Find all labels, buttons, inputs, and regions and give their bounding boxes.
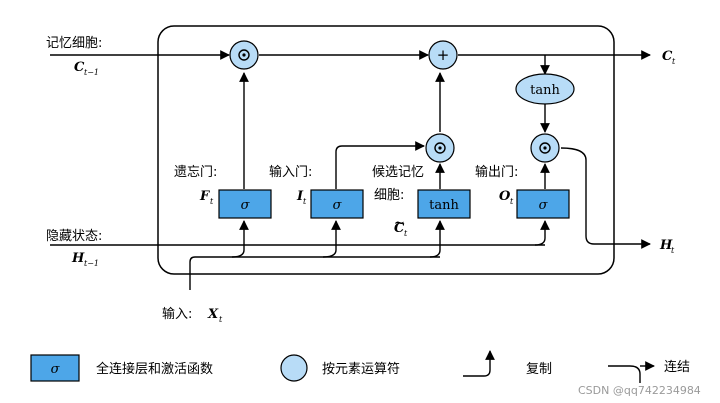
- input-gate-symbol: σ: [333, 198, 343, 213]
- tanh-oval: [515, 73, 575, 105]
- svg-text:t: t: [210, 197, 214, 206]
- legend-copy-label: 复制: [526, 362, 552, 377]
- candidate-multiply-operator: [425, 133, 455, 163]
- svg-text:O: O: [499, 189, 511, 204]
- add-operator: +: [428, 40, 458, 70]
- f-variable: F t: [199, 189, 214, 206]
- forget-gate-symbol: σ: [241, 198, 251, 213]
- input-gate-box: [310, 189, 364, 219]
- svg-text:t: t: [671, 246, 675, 255]
- feed-candidate: [429, 220, 445, 258]
- forget-multiply-operator: [229, 40, 259, 70]
- multiply-dot-icon: [238, 49, 250, 61]
- concat-icon: [608, 365, 641, 383]
- svg-text:t: t: [219, 315, 223, 324]
- svg-text:X: X: [207, 307, 219, 322]
- tanh-oval-label: tanh: [530, 83, 560, 98]
- svg-text:~: ~: [394, 216, 405, 231]
- input-to-mult: [335, 141, 425, 189]
- legend: σ 全连接层和激活函数 按元素运算符 复制 连结: [30, 350, 690, 383]
- memory-cell-label: 记忆细胞:: [46, 35, 102, 51]
- h-out-line: [560, 147, 651, 249]
- c-tilde-variable: ~ C t: [394, 216, 408, 238]
- feed-input: [322, 220, 341, 258]
- candidate-box: [417, 189, 471, 219]
- legend-concat-label: 连结: [664, 359, 690, 375]
- svg-text:C: C: [74, 60, 85, 75]
- candidate-box-label: tanh: [429, 198, 459, 213]
- legend-operator-icon: [280, 354, 308, 382]
- i-variable: I t: [296, 189, 307, 206]
- output-gate-symbol: σ: [539, 198, 549, 213]
- output-multiply-operator: [530, 133, 560, 163]
- o-variable: O t: [499, 189, 514, 206]
- svg-text:t: t: [672, 57, 676, 66]
- output-gate-box: [516, 189, 570, 219]
- input-gate-label: 输入门:: [269, 164, 312, 180]
- forget-gate-label: 遗忘门:: [174, 165, 217, 180]
- svg-text:H: H: [71, 251, 85, 266]
- legend-fc-box: [30, 354, 80, 382]
- svg-text:t: t: [404, 229, 408, 238]
- multiply-dot-icon: [539, 142, 551, 154]
- feed-output: [534, 220, 550, 246]
- legend-fc-symbol: σ: [51, 362, 61, 377]
- legend-operator-label: 按元素运算符: [322, 361, 400, 377]
- x-variable: X t: [207, 307, 223, 324]
- svg-text:I: I: [296, 189, 304, 204]
- svg-text:t: t: [303, 197, 307, 206]
- multiply-dot-icon: [434, 142, 446, 154]
- candidate-label-line2: 细胞:: [374, 188, 404, 203]
- svg-text:H: H: [659, 238, 673, 253]
- copy-icon: [463, 350, 495, 377]
- lstm-cell-frame: [157, 25, 615, 275]
- legend-fc-label: 全连接层和激活函数: [96, 361, 213, 377]
- plus-icon: +: [437, 46, 450, 64]
- svg-text:F: F: [199, 189, 210, 204]
- x-input-line: [189, 256, 440, 290]
- hidden-state-label: 隐藏状态:: [46, 229, 102, 244]
- svg-text:t−1: t−1: [84, 68, 99, 77]
- svg-text:t: t: [510, 197, 514, 206]
- input-label: 输入:: [162, 306, 192, 322]
- svg-text:C: C: [394, 221, 405, 236]
- candidate-label-line1: 候选记忆: [372, 164, 424, 180]
- feed-forget: [231, 220, 249, 258]
- svg-text:t−1: t−1: [84, 259, 99, 268]
- c-out-variable: C t: [662, 49, 676, 66]
- output-gate-label: 输出门:: [475, 164, 518, 180]
- watermark: CSDN @qq742234984: [578, 384, 701, 397]
- h-prev-variable: H t−1: [71, 251, 99, 268]
- svg-text:C: C: [662, 49, 673, 64]
- forget-gate-box: [218, 189, 272, 219]
- c-prev-variable: C t−1: [74, 60, 99, 77]
- h-out-variable: H t: [659, 238, 675, 255]
